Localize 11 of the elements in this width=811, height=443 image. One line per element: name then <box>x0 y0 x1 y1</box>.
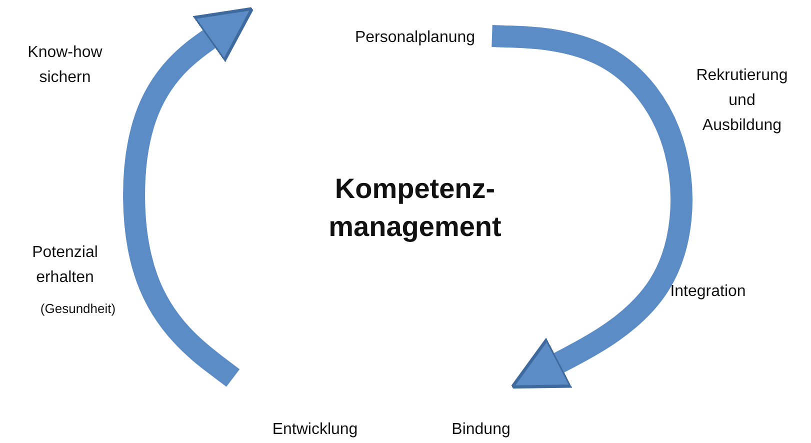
center-title: Kompetenz- management <box>328 172 502 244</box>
stage-label: Personalplanung <box>340 27 490 49</box>
stage-label: Know-how sichern <box>26 43 104 88</box>
stage-label: Integration <box>669 282 747 302</box>
stage-label: Bindung <box>441 419 521 441</box>
curved-arrow <box>492 25 692 389</box>
stage-label: Potenzial erhalten <box>31 243 99 288</box>
stage-label: (Gesundheit) <box>39 300 117 318</box>
curved-arrow <box>123 7 254 387</box>
stage-label: Rekrutierung und Ausbildung <box>695 66 789 136</box>
stage-label: Entwicklung <box>260 419 370 441</box>
